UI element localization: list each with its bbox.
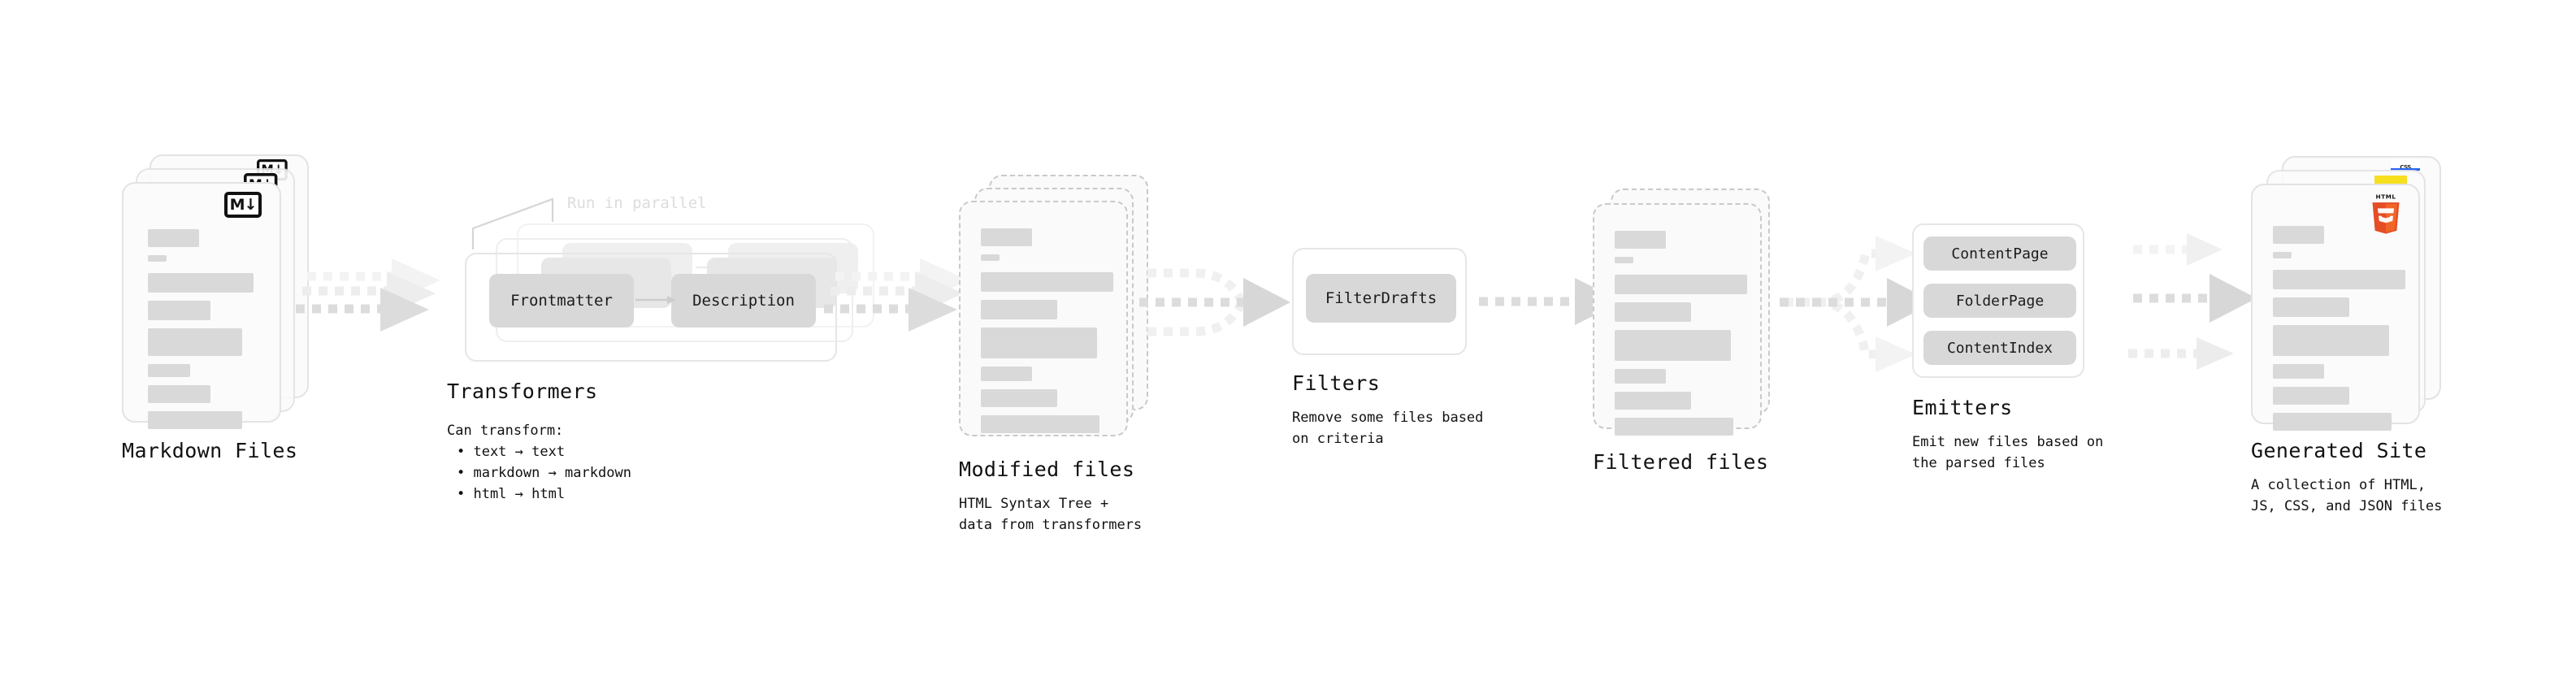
content-line — [1615, 275, 1747, 294]
content-line — [148, 411, 242, 429]
content-line — [2273, 387, 2349, 405]
emitters-subtitle: Emit new files based on the parsed files — [1912, 434, 2104, 472]
content-line — [2273, 325, 2389, 356]
stage-title-filters: Filters — [1292, 371, 1381, 395]
html5-logo-icon: HTML — [2372, 193, 2400, 234]
content-line — [1615, 369, 1666, 384]
stage-title-generated-site: Generated Site — [2251, 439, 2427, 462]
stage-title-modified-files: Modified files — [959, 458, 1135, 481]
site-card-content — [2273, 226, 2405, 439]
content-line — [1615, 231, 1666, 249]
markdown-card-stack: M↓ M↓ M↓ — [122, 154, 309, 429]
content-line — [981, 415, 1099, 433]
filtered-card-stack — [1593, 189, 1780, 436]
stage-filtered-files: Filtered files — [1593, 189, 1780, 474]
content-line — [981, 228, 1032, 246]
content-line — [981, 300, 1057, 319]
content-line — [2273, 270, 2405, 289]
markdown-logo-icon: M↓ — [224, 192, 262, 218]
filters-panel[interactable]: FilterDrafts — [1292, 248, 1467, 355]
site-card-stack: CSS HTML — [2251, 156, 2454, 432]
content-line — [148, 229, 199, 247]
content-line — [1615, 257, 1633, 263]
modified-card-stack — [959, 175, 1148, 436]
modified-files-subtitle: HTML Syntax Tree + data from transformer… — [959, 496, 1143, 534]
content-line — [981, 254, 1000, 261]
emitter-pill-contentpage[interactable]: ContentPage — [1923, 236, 2076, 271]
stage-markdown-files: M↓ M↓ M↓ Markdown Files — [122, 154, 309, 462]
css3-logo-icon: CSS — [2391, 159, 2420, 171]
transformer-panel-front[interactable]: Frontmatter Description — [465, 253, 837, 362]
content-line — [148, 328, 242, 356]
content-line — [148, 301, 210, 320]
markdown-card-content — [148, 229, 258, 437]
modified-card-content — [981, 228, 1113, 441]
content-line — [148, 364, 190, 377]
filters-pill-filterdrafts[interactable]: FilterDrafts — [1306, 274, 1456, 323]
css3-logo-text: CSS — [2400, 164, 2411, 171]
modified-card-front — [959, 201, 1128, 436]
transformers-bullet-3: • html → html — [457, 486, 566, 502]
content-line — [1615, 330, 1731, 361]
content-line — [981, 367, 1032, 381]
stage-title-transformers: Transformers — [447, 380, 598, 403]
css3-logo-bar — [2391, 168, 2420, 171]
svg-text:HTML: HTML — [2376, 193, 2396, 201]
emitter-pill-folderpage[interactable]: FolderPage — [1923, 284, 2076, 318]
generated-site-subtitle: A collection of HTML, JS, CSS, and JSON … — [2251, 477, 2443, 515]
transformers-subtitle: Can transform: — [447, 423, 564, 439]
content-line — [2273, 252, 2292, 258]
content-line — [2273, 413, 2392, 431]
filters-subtitle: Remove some files based on criteria — [1292, 410, 1484, 448]
content-line — [981, 327, 1097, 358]
connector-markdown-to-transformers — [296, 258, 440, 332]
content-line — [148, 385, 210, 403]
stage-title-filtered-files: Filtered files — [1593, 450, 1769, 474]
markdown-card-front: M↓ — [122, 182, 281, 429]
content-line — [981, 389, 1057, 407]
stage-title-markdown-files: Markdown Files — [122, 439, 298, 462]
run-in-parallel-label: Run in parallel — [567, 194, 707, 212]
stage-modified-files: Modified files HTML Syntax Tree + data f… — [959, 175, 1148, 533]
transformers-bullet-1: • text → text — [457, 444, 566, 460]
content-line — [2273, 226, 2324, 244]
site-card-front-html: HTML — [2251, 184, 2420, 431]
content-line — [1615, 302, 1691, 322]
content-line — [148, 255, 167, 262]
content-line — [1615, 392, 1691, 410]
filtered-card-front — [1593, 203, 1762, 436]
content-line — [148, 273, 254, 293]
transformer-pill-description[interactable]: Description — [671, 274, 816, 327]
emitter-pill-contentindex[interactable]: ContentIndex — [1923, 331, 2076, 365]
content-line — [1615, 418, 1733, 436]
connector-modified-to-filters — [1139, 268, 1290, 336]
content-line — [2273, 364, 2324, 379]
filtered-card-content — [1615, 231, 1747, 444]
emitters-panel[interactable]: ContentPage FolderPage ContentIndex — [1912, 223, 2084, 378]
stage-generated-site: CSS HTML — [2251, 156, 2454, 514]
content-line — [981, 272, 1113, 292]
content-line — [2273, 297, 2349, 317]
transformers-bullet-2: • markdown → markdown — [457, 465, 631, 481]
transformer-pill-frontmatter[interactable]: Frontmatter — [489, 274, 634, 327]
stage-title-emitters: Emitters — [1912, 396, 2013, 419]
